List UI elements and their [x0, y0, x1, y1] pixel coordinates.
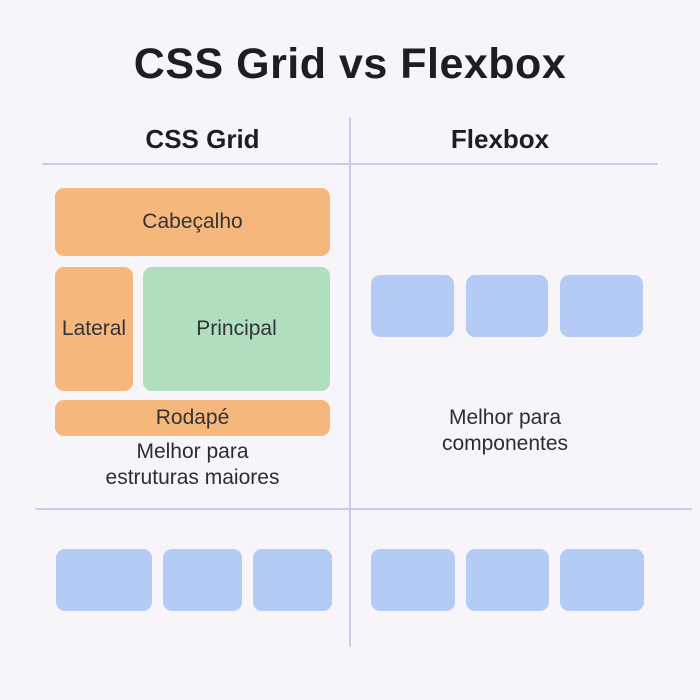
flexbox-caption: Melhor para componentes [441, 406, 569, 455]
horizontal-divider-top [42, 163, 658, 165]
flexbox-demo-row [371, 275, 644, 337]
grid-area-header: Cabeçalho [55, 188, 330, 256]
grid-area-main: Principal [143, 267, 330, 391]
component-box [371, 275, 454, 337]
vertical-divider [349, 117, 351, 647]
grid-area-footer: Rodapé [55, 400, 330, 436]
page-title: CSS Grid vs Flexbox [133, 40, 567, 88]
grid-caption: Melhor para estruturas maiores [105, 440, 280, 489]
component-box [253, 549, 332, 611]
bottom-left-box-row [56, 549, 332, 611]
component-box [560, 275, 644, 337]
component-box [465, 275, 549, 337]
component-box [371, 549, 455, 611]
grid-area-sidebar: Lateral [55, 267, 133, 391]
column-header-flexbox: Flexbox [450, 124, 550, 154]
component-box [56, 549, 153, 611]
horizontal-divider-bottom [35, 508, 692, 510]
component-box [465, 549, 550, 611]
column-header-css-grid: CSS Grid [145, 124, 260, 154]
component-box [163, 549, 243, 611]
component-box [560, 549, 645, 611]
bottom-right-box-row [371, 549, 645, 611]
